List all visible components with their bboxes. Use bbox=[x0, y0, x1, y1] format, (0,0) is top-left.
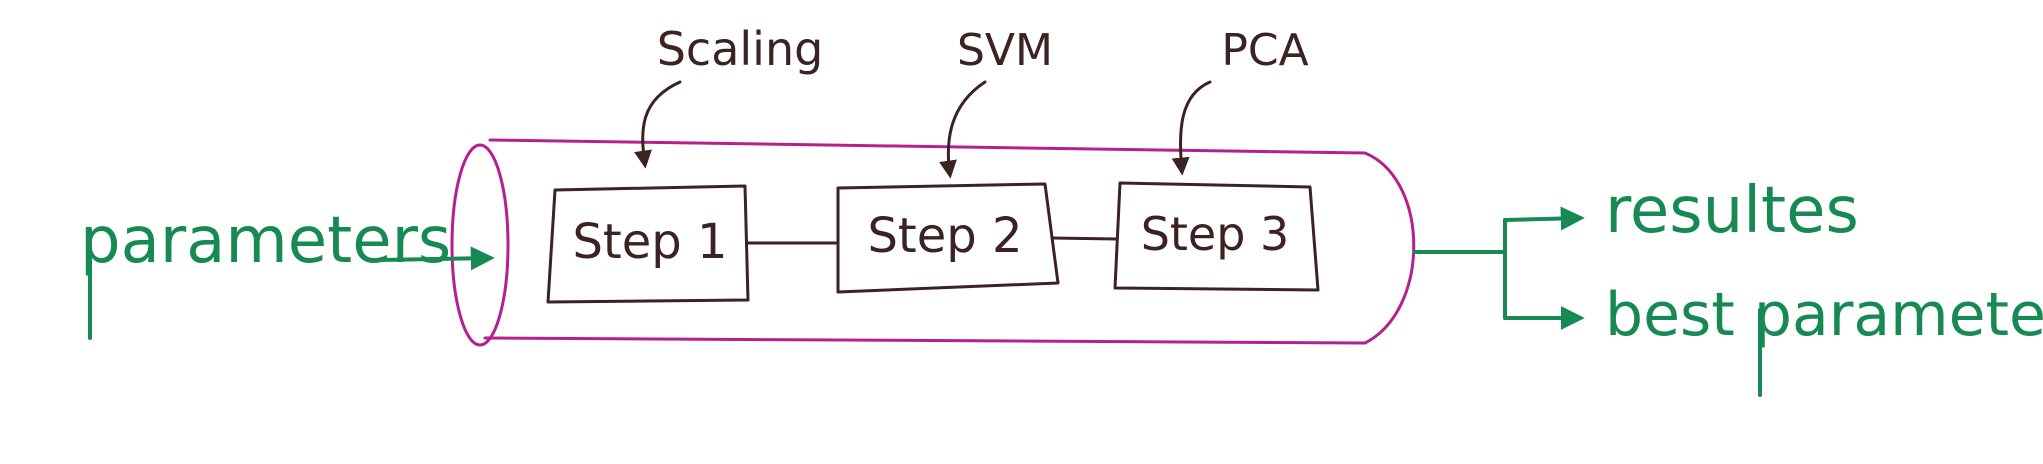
step-1-label: Step 1 bbox=[572, 214, 727, 270]
step-3-box bbox=[1113, 181, 1320, 292]
step-1-box bbox=[546, 184, 750, 304]
annotation-arrow-pca bbox=[1171, 80, 1212, 176]
output-arrow-results bbox=[1503, 206, 1585, 231]
pipeline-cylinder bbox=[450, 138, 1416, 347]
annotation-pca: PCA bbox=[1221, 25, 1308, 76]
output-label-best-parameters: best parameters bbox=[1605, 280, 2043, 350]
input-arrow bbox=[378, 246, 495, 271]
annotation-svm: SVM bbox=[957, 25, 1053, 76]
output-label-results: resultes bbox=[1605, 174, 1859, 248]
step-2-box bbox=[836, 182, 1060, 294]
step-2-label: Step 2 bbox=[867, 208, 1022, 264]
pipe-top-edge bbox=[488, 138, 1367, 155]
input-label: parameters bbox=[80, 204, 451, 278]
pipe-bottom-edge bbox=[483, 336, 1367, 345]
annotation-scaling: Scaling bbox=[657, 22, 824, 76]
pipe-right-end bbox=[1363, 151, 1416, 345]
connector-step2-step3 bbox=[1050, 236, 1119, 241]
step-3-label: Step 3 bbox=[1141, 207, 1290, 261]
annotation-arrow-scaling bbox=[634, 80, 682, 169]
pipe-left-opening bbox=[450, 143, 510, 347]
annotation-arrow-svm bbox=[939, 80, 987, 179]
